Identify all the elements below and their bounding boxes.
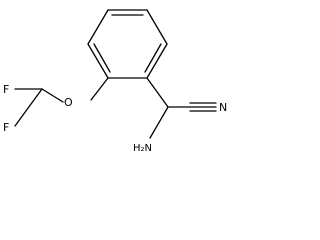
nitrile-nitrogen-label: N	[219, 101, 227, 114]
structure-canvas: F F O H₂N N	[3, 9, 227, 153]
ring-bond-3	[146, 43, 168, 79]
oxygen-label: O	[64, 96, 73, 109]
ring-double-bond-left	[93, 43, 111, 73]
ring-bond-2	[146, 9, 168, 45]
chf2-to-f-bottom-bond	[14, 88, 43, 127]
fluorine-top-label: F	[3, 83, 9, 96]
ring-to-alpha-carbon-bond	[146, 77, 169, 108]
ring-bond-5	[87, 43, 109, 79]
amine-label: H₂N	[133, 143, 152, 153]
oxygen-to-chf2-bond	[41, 88, 64, 103]
benzene-ring	[87, 9, 168, 79]
ring-double-bond-right	[144, 43, 162, 73]
fluorine-bottom-label: F	[3, 121, 9, 134]
nitrile-triple-bond	[189, 102, 217, 112]
alpha-carbon-to-amine-bond	[149, 106, 169, 139]
ring-to-oxygen-bond	[90, 77, 109, 101]
ring-bond-6	[87, 9, 109, 45]
